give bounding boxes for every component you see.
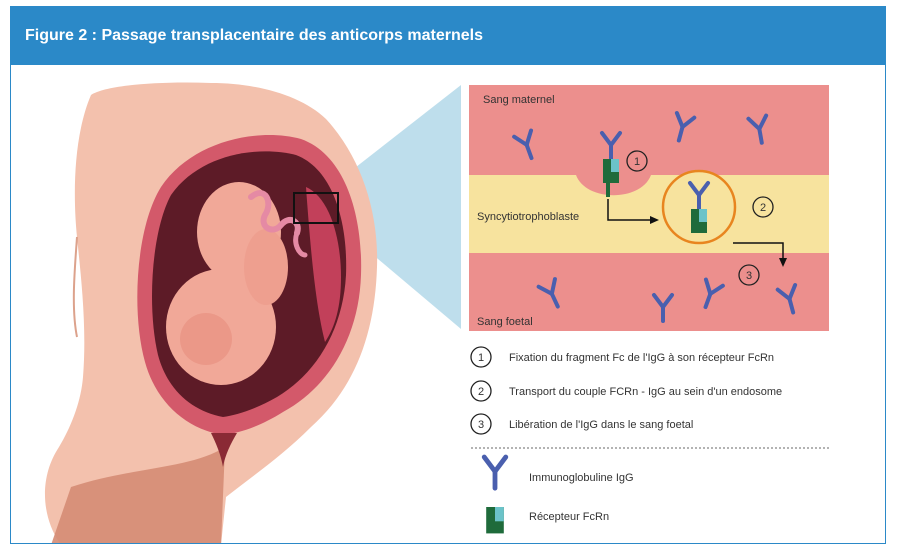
step-number: 1 bbox=[634, 156, 640, 168]
placental-transfer-diagram: Sang maternel Syncytiotrophoblaste Sang … bbox=[44, 82, 829, 543]
icon-legend: Immunoglobuline IgG Récepteur FcRn bbox=[484, 457, 634, 534]
pregnant-body-illustration bbox=[44, 82, 378, 543]
fetal-blood-zone bbox=[469, 253, 829, 331]
figure-frame: Figure 2 : Passage transplacentaire des … bbox=[10, 6, 886, 544]
step-number: 2 bbox=[478, 386, 484, 398]
fcrn-receptor-icon bbox=[691, 209, 707, 233]
zoom-cone bbox=[333, 85, 461, 329]
legend-label-fcrn: Récepteur FcRn bbox=[529, 511, 609, 523]
detail-panel: Sang maternel Syncytiotrophoblaste Sang … bbox=[469, 85, 829, 331]
figure-title: Figure 2 : Passage transplacentaire des … bbox=[25, 27, 483, 44]
legend-label-igg: Immunoglobuline IgG bbox=[529, 472, 634, 484]
step-text: Transport du couple FCRn - IgG au sein d… bbox=[509, 386, 782, 398]
steps-legend: 1 Fixation du fragment Fc de l'IgG à son… bbox=[470, 346, 782, 435]
placenta bbox=[306, 187, 341, 342]
step-number: 3 bbox=[478, 419, 484, 431]
zone-label-maternal: Sang maternel bbox=[483, 94, 555, 106]
fcrn-receptor-icon bbox=[603, 159, 619, 183]
fetus bbox=[166, 182, 308, 385]
zoom-box bbox=[293, 192, 339, 224]
step-number: 2 bbox=[760, 202, 766, 214]
zone-label-syncytio: Syncytiotrophoblaste bbox=[477, 211, 579, 223]
maternal-blood-zone bbox=[469, 85, 829, 175]
zone-label-fetal: Sang foetal bbox=[477, 316, 533, 328]
step-text: Libération de l'IgG dans le sang foetal bbox=[509, 419, 693, 431]
step-number: 1 bbox=[478, 352, 484, 364]
step-number: 3 bbox=[746, 270, 752, 282]
figure-header: Figure 2 : Passage transplacentaire des … bbox=[11, 7, 885, 65]
igg-antibody-icon bbox=[484, 457, 506, 488]
fcrn-receptor-icon bbox=[486, 507, 504, 534]
step-text: Fixation du fragment Fc de l'IgG à son r… bbox=[509, 352, 774, 364]
syncytiotrophoblast-zone bbox=[469, 175, 829, 253]
